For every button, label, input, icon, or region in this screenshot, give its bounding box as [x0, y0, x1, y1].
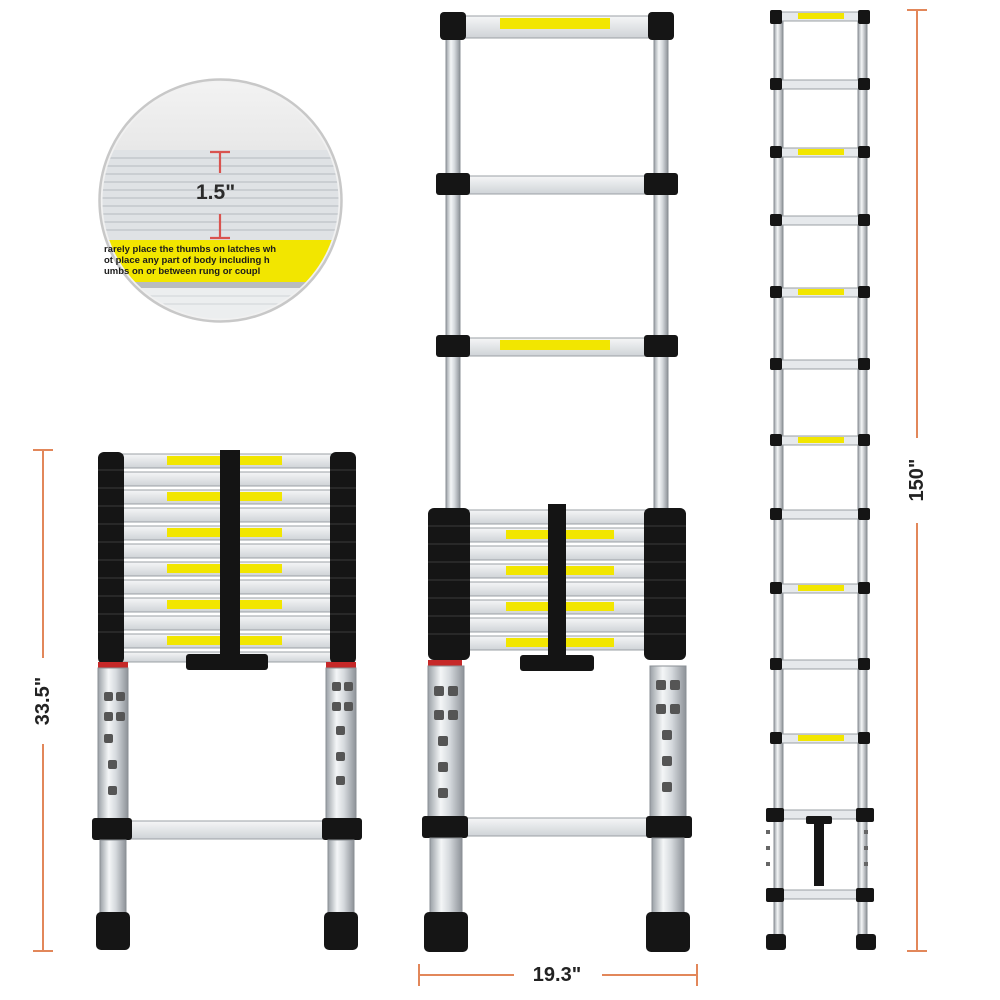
fully-extended-ladder [766, 10, 876, 950]
collapsed-height-label: 33.5" [32, 676, 54, 726]
rung-height-label: 1.5" [196, 181, 236, 204]
warning-line: rarely place the thumbs on latches wh [104, 244, 277, 255]
warning-sticker-text: rarely place the thumbs on latches wh ot… [104, 244, 334, 277]
partially-extended-ladder [422, 12, 692, 952]
warning-line: umbs on or between rung or coupl [104, 266, 261, 277]
zoom-callout [98, 78, 343, 323]
warning-line: ot place any part of body including h [104, 255, 270, 266]
collapsed-ladder [92, 450, 362, 950]
width-label: 19.3" [532, 964, 582, 986]
extended-height-label: 150" [906, 458, 928, 502]
extended-height-dimension-line [907, 9, 927, 952]
width-dimension-line [418, 964, 698, 986]
collapsed-height-dimension-line [33, 449, 53, 952]
rung-height-marker [210, 150, 230, 240]
rung-closeup-graphic [98, 78, 343, 323]
